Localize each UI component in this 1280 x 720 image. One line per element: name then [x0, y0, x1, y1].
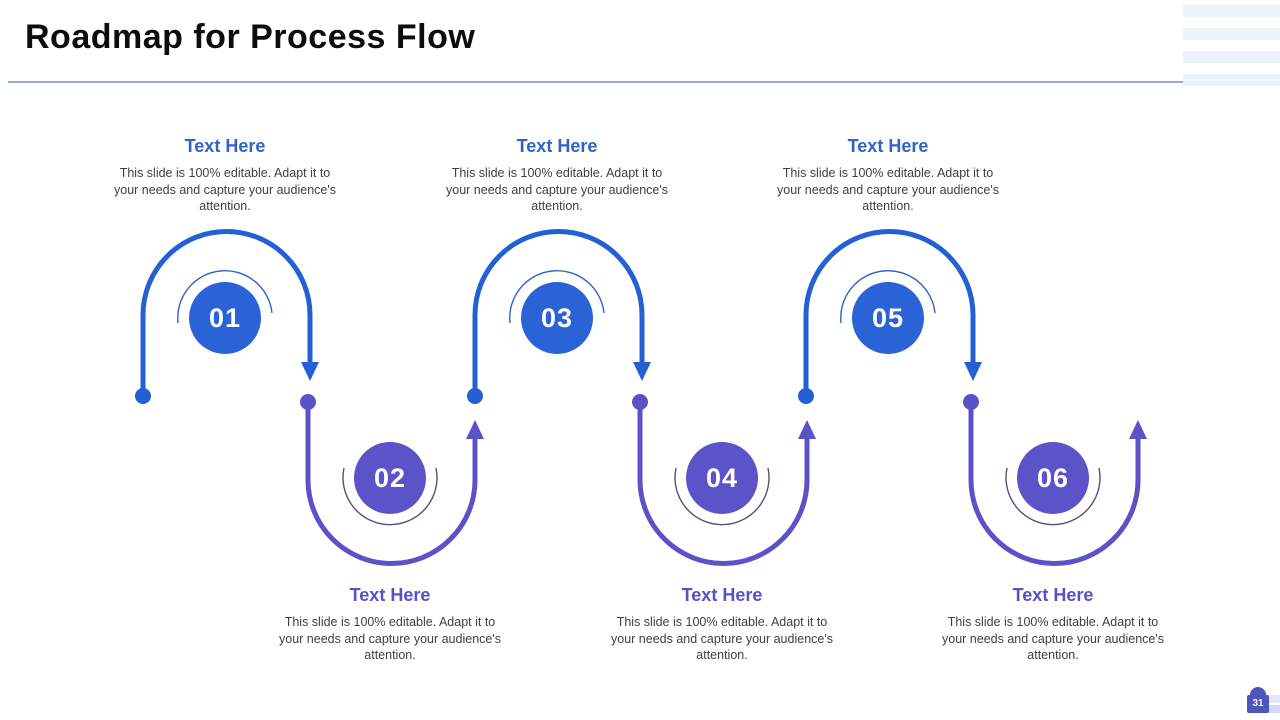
arrow-up-icon: [466, 420, 484, 439]
step-body: This slide is 100% editable. Adapt it to…: [942, 615, 1164, 662]
decor-bar: [1183, 5, 1280, 17]
slide-number-badge: 31: [1247, 687, 1269, 713]
step-text-block: Text Here This slide is 100% editable. A…: [437, 136, 677, 215]
circle-accent-arc: [342, 467, 438, 526]
arrow-up-icon: [1129, 420, 1147, 439]
step-body: This slide is 100% editable. Adapt it to…: [611, 615, 833, 662]
connector-u: [963, 394, 1147, 566]
step-body: This slide is 100% editable. Adapt it to…: [777, 166, 999, 213]
title-divider: [8, 81, 1247, 83]
step-text-block: Text Here This slide is 100% editable. A…: [768, 136, 1008, 215]
connector-arch: [467, 229, 651, 404]
step-number-circle: 02: [354, 442, 426, 514]
connector-line: [803, 229, 976, 396]
step-heading: Text Here: [516, 136, 598, 156]
connector-line: [305, 402, 478, 566]
arrow-up-icon: [798, 420, 816, 439]
step-number-circle: 04: [686, 442, 758, 514]
connector-arch: [798, 229, 982, 404]
step-heading: Text Here: [184, 136, 266, 156]
step-body: This slide is 100% editable. Adapt it to…: [114, 166, 336, 213]
circle-accent-arc: [1005, 467, 1101, 526]
slide-number: 31: [1247, 695, 1269, 713]
step-text-block: Text Here This slide is 100% editable. A…: [933, 585, 1173, 664]
step-number: 02: [373, 462, 407, 493]
step-number: 05: [871, 302, 905, 333]
arrow-down-icon: [301, 362, 319, 381]
step-heading: Text Here: [681, 585, 763, 605]
connector-arch: [135, 229, 319, 404]
step-text-block: Text Here This slide is 100% editable. A…: [105, 136, 345, 215]
decor-bar: [1183, 51, 1280, 63]
step-heading: Text Here: [847, 136, 929, 156]
step-heading: Text Here: [349, 585, 431, 605]
decor-bar: [1183, 28, 1280, 40]
decor-bar: [1183, 74, 1280, 86]
circle-accent-arc: [840, 270, 936, 324]
connector-line: [140, 229, 313, 396]
step-number: 01: [208, 302, 242, 333]
step-text-block: Text Here This slide is 100% editable. A…: [602, 585, 842, 664]
connector-u: [632, 394, 816, 566]
step-number-circle: 05: [852, 282, 924, 354]
connector-line: [968, 402, 1141, 566]
step-number-circle: 06: [1017, 442, 1089, 514]
step-number-circle: 03: [521, 282, 593, 354]
connector-line: [637, 402, 810, 566]
circle-accent-arc: [509, 270, 605, 324]
step-body: This slide is 100% editable. Adapt it to…: [446, 166, 668, 213]
arrow-down-icon: [964, 362, 982, 381]
decor-bar: [1261, 705, 1280, 713]
step-number-circle: 01: [189, 282, 261, 354]
circle-accent-arc: [177, 270, 273, 324]
step-number: 04: [705, 462, 739, 493]
page-title: Roadmap for Process Flow: [25, 18, 476, 56]
step-text-block: Text Here This slide is 100% editable. A…: [270, 585, 510, 664]
arrow-down-icon: [633, 362, 651, 381]
step-body: This slide is 100% editable. Adapt it to…: [279, 615, 501, 662]
circle-accent-arc: [674, 467, 770, 526]
decor-bar: [1261, 695, 1280, 703]
step-heading: Text Here: [1012, 585, 1094, 605]
connector-u: [300, 394, 484, 566]
step-number: 03: [540, 302, 574, 333]
step-number: 06: [1036, 462, 1070, 493]
connector-line: [472, 229, 645, 396]
